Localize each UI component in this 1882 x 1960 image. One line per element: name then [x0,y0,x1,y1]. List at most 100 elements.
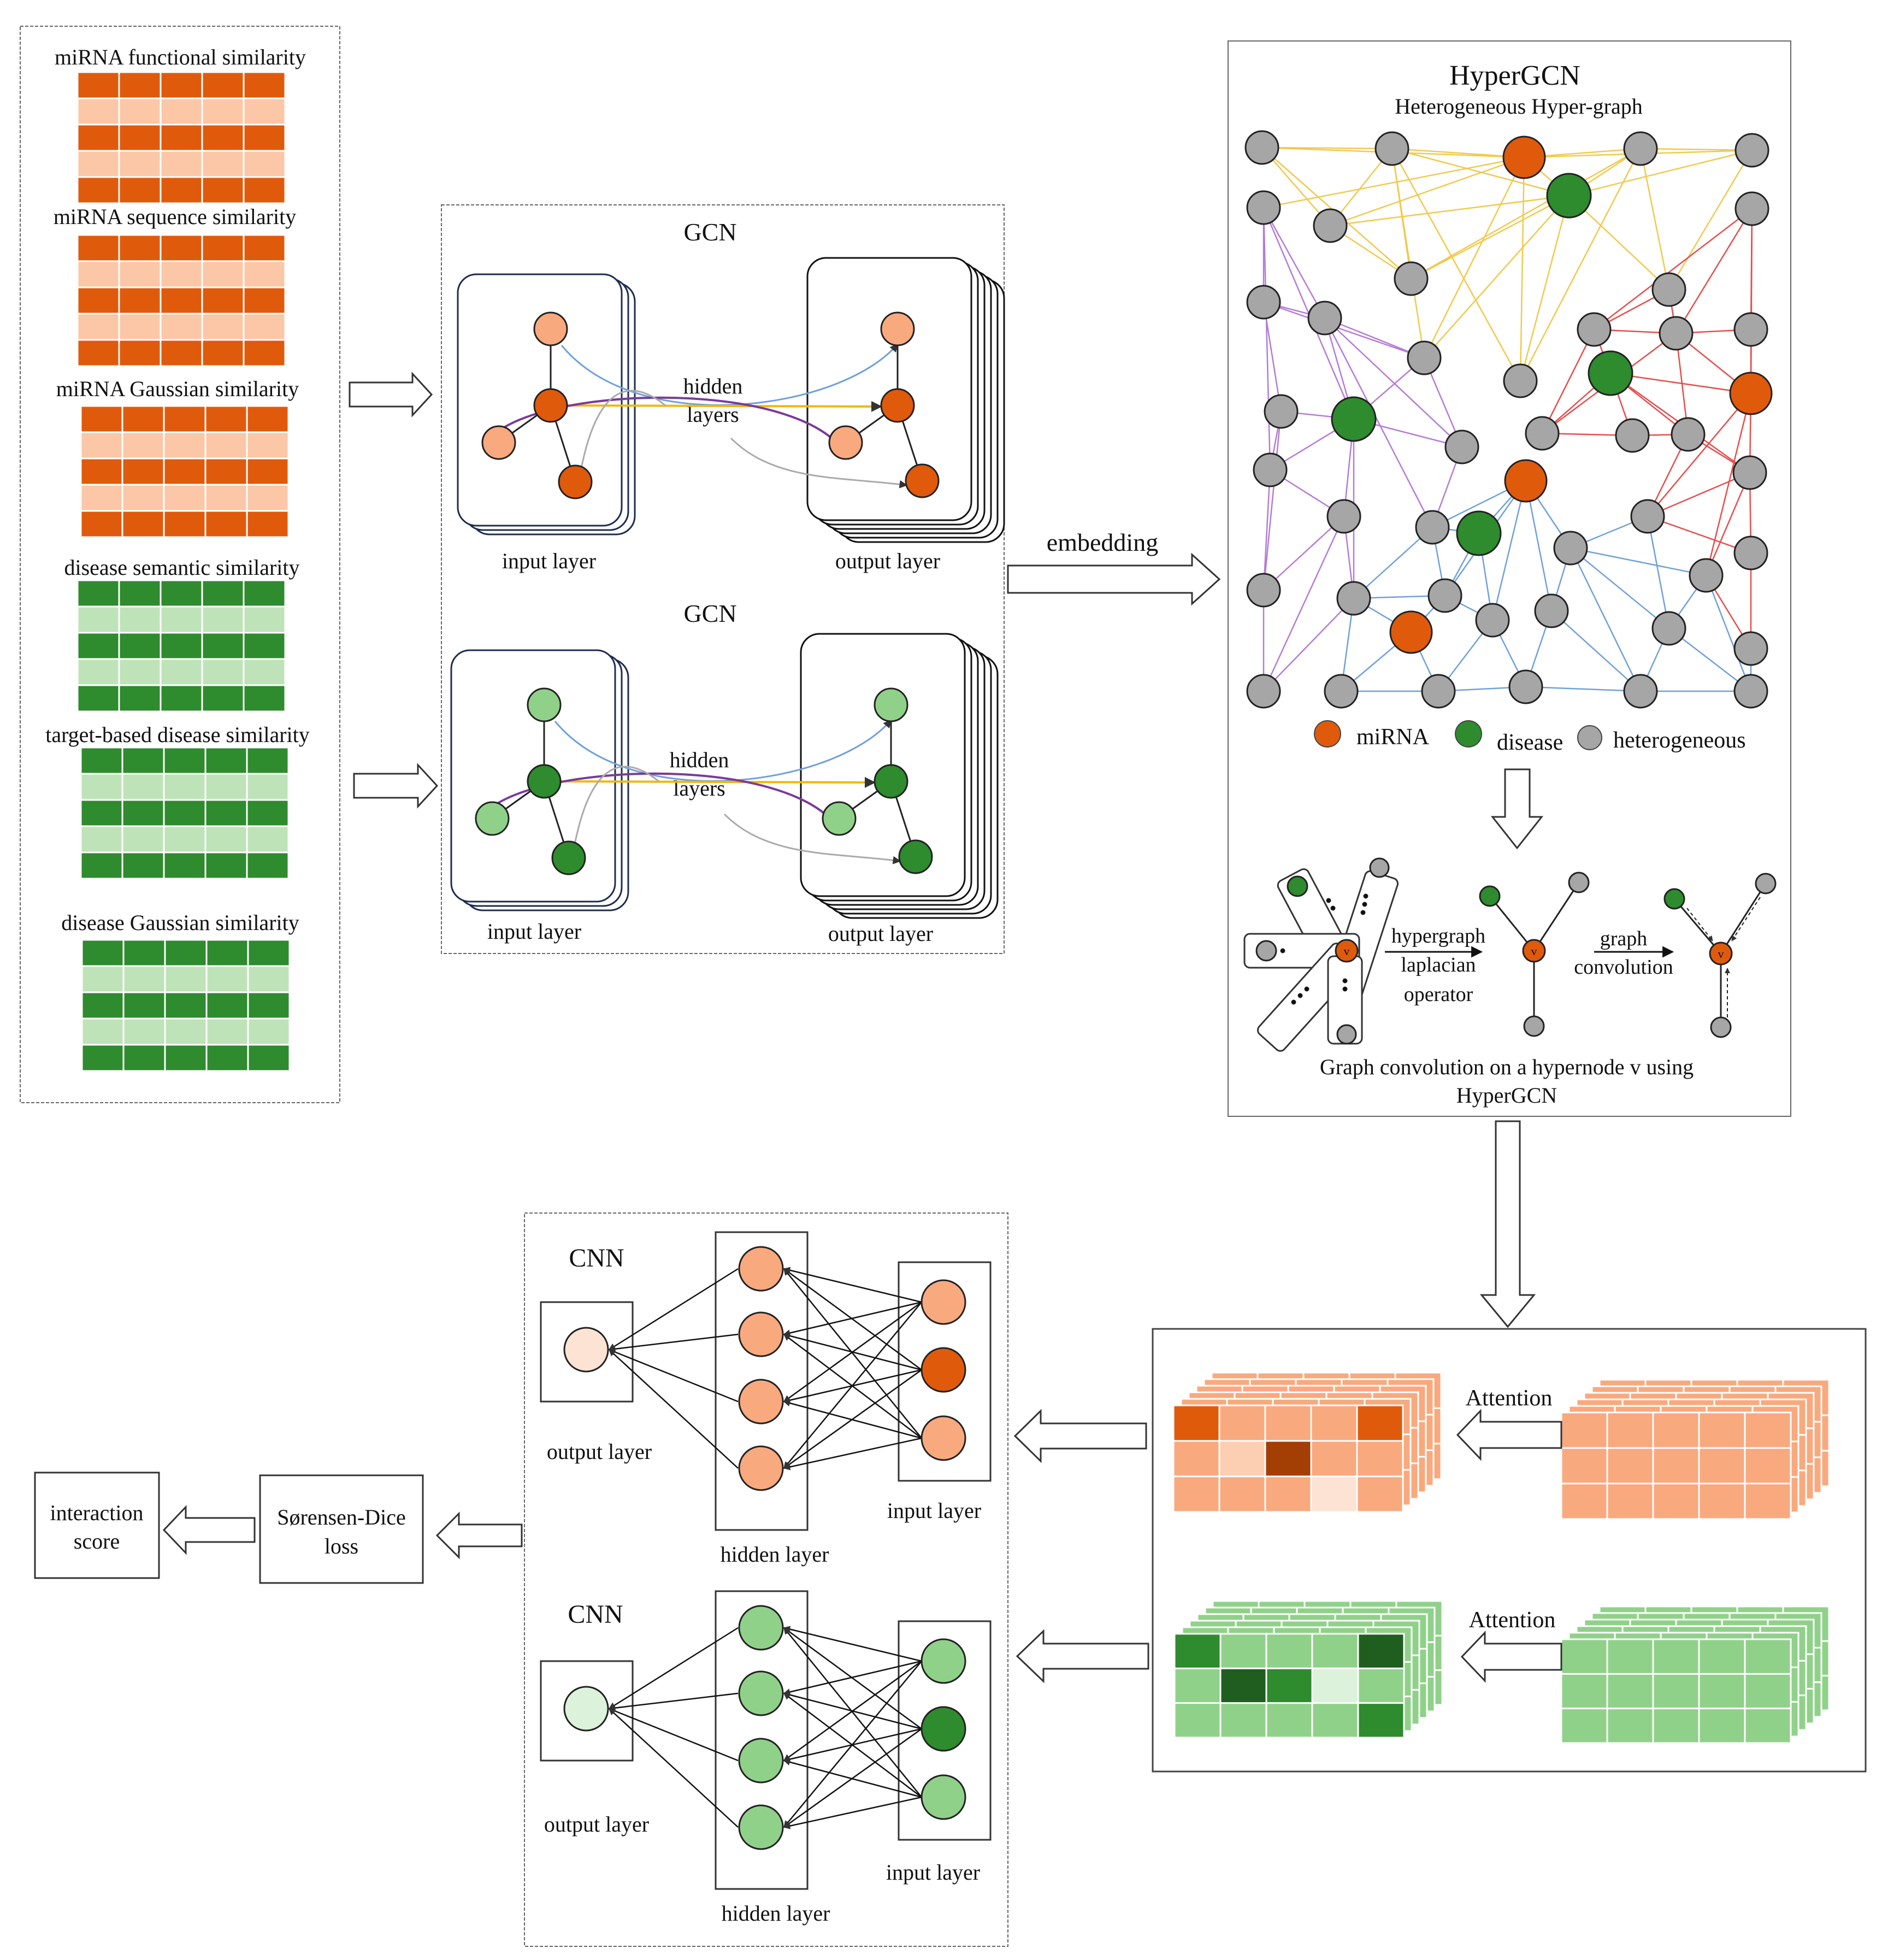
output-node [822,801,857,836]
similarity-matrix-cell [247,991,291,1020]
similarity-matrix-cell [118,150,162,178]
hyperedge [1263,156,1525,209]
hyperedge [1610,372,1751,395]
similarity-matrices [76,71,291,1072]
legend-heterogeneous-label: heterogeneous [1613,728,1746,753]
similarity-matrix-cell [243,150,286,178]
similarity-matrix-cell [160,260,203,289]
embedding-label: embedding [1047,528,1158,556]
loss-label-1: Sørensen-Dice [277,1505,405,1529]
hyperedge [1570,548,1669,629]
hyperedge [1640,148,1753,151]
hypernode-v [1709,941,1733,966]
hypergcn-panel-border [1228,40,1791,1117]
similarity-matrix-cell [121,851,165,880]
connection [783,1758,922,1798]
hyperedge [1570,548,1642,692]
heterogeneous-node [1407,340,1442,375]
hypergraph-legend: miRNA disease heterogeneous [1314,720,1746,755]
ellipsis-dot [1363,893,1368,899]
connection [783,1268,922,1439]
input-neuron [921,1347,966,1393]
conv-label-operator: operator [1404,983,1473,1006]
similarity-matrix-cell [80,484,123,512]
similarity-matrix-cell [201,150,245,178]
similarity-matrix-cell [118,313,162,341]
hyperedge [1750,208,1753,330]
score-box: interaction score [34,1472,160,1579]
similarity-matrix-cell [201,605,245,634]
similarity-matrix-cell [76,286,120,315]
similarity-matrix-cell [201,313,245,341]
similarity-matrix-cell [163,457,207,486]
similarity-matrix-cell [201,339,245,367]
connection [609,1708,739,1828]
input-node [481,425,516,460]
heterogeneous-node [1689,558,1724,593]
disease-node [1456,510,1502,556]
similarity-matrix-cell [76,684,120,713]
disease-node [1287,875,1308,897]
similarity-matrix-cell [121,746,165,775]
heterogeneous-node [1336,1024,1357,1045]
heterogeneous-node [1577,312,1612,347]
hypernode-convolution-illustration: hypergraph laplacian operator graph conv… [1243,857,1777,1052]
similarity-matrix-cell [163,825,207,854]
similarity-matrix-cell [121,457,165,486]
similarity-matrix-cell [204,405,248,433]
similarity-matrix-cell [204,484,248,512]
label-target-disease: target-based disease similarity [45,722,310,747]
arrow-to-gcn-top [349,372,433,417]
similarity-matrix-cell [80,431,123,460]
arrow-to-score [162,1505,256,1555]
similarity-matrix-cell [243,684,286,713]
hyperedge [1519,157,1525,381]
similarity-matrix-cell [122,991,166,1020]
similarity-matrix-cell [76,339,120,367]
cnn-disease: CNN output layer hidden layer input laye… [540,1590,992,1926]
hyperedge [1324,317,1425,359]
gcn-title-mirna: GCN [683,218,736,246]
connection [783,1437,922,1470]
similarity-matrix-cell [201,286,245,315]
ellipsis-dot [1304,986,1309,992]
similarity-matrix-cell [205,991,249,1020]
attention-weight-cell [1218,1440,1266,1478]
ellipsis-dot [1362,902,1367,907]
heterogeneous-node [1734,133,1769,168]
connection [608,1349,739,1403]
gcn-disease: GCN C F hidden layers input layer output… [450,599,999,946]
similarity-matrix-cell [163,851,207,880]
heterogeneous-node [1623,131,1658,166]
similarity-matrix-cell [164,1044,208,1072]
mirna-node [1729,372,1773,415]
similarity-matrix-cell [247,939,291,967]
similarity-matrix-cell [164,939,208,967]
cnn-input-label: input layer [886,1860,980,1885]
cnn-input-label: input layer [887,1498,981,1523]
hypernode-v [1522,939,1546,963]
output-neuron [563,1686,609,1732]
similarity-matrix-cell [204,799,248,827]
attention-weight-cell [1357,1702,1405,1739]
gcn-input-label: input layer [487,919,581,944]
output-node [880,311,915,346]
similarity-matrix-cell [118,234,162,262]
similarity-matrix-cell [118,260,162,289]
hypergcn-title: HyperGCN [1449,60,1580,91]
heterogeneous-node [1651,611,1686,646]
similarity-matrix-cell [246,457,290,486]
input-node [558,464,593,499]
heterogeneous-node [1651,272,1686,307]
similarity-matrix-cell [160,632,203,660]
similarity-panel: miRNA functional similarity miRNA sequen… [20,26,340,1103]
ellipsis-dot [1291,999,1296,1005]
heterogeneous-node [1246,573,1281,608]
similarity-matrix-cell [243,339,286,367]
flow-curve-blue [561,343,899,406]
label-disease-semantic: disease semantic similarity [64,555,300,580]
conv-label-hypergraph: hypergraph [1391,925,1485,947]
similarity-matrix-cell [122,939,166,967]
input-node [533,311,568,346]
mirna-node [1389,610,1433,654]
